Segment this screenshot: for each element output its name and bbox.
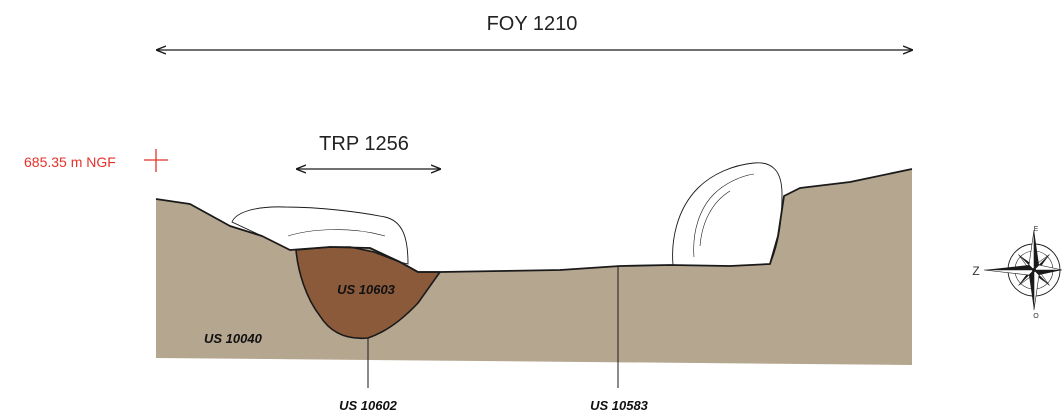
compass-west-label: Z (972, 264, 979, 278)
label-us-10603: US 10603 (337, 282, 396, 297)
foy-label: FOY 1210 (487, 13, 578, 35)
compass-rose-icon (983, 229, 1063, 311)
label-us-10583: US 10583 (590, 398, 649, 413)
elevation-cross-icon (144, 149, 168, 172)
compass-south-label: O (1033, 313, 1039, 320)
compass-north-label: E (1034, 226, 1039, 233)
label-us-10602: US 10602 (339, 398, 398, 413)
ground-surface-line (155, 168, 913, 273)
stone-right-contour-1 (693, 173, 755, 258)
elevation-label: 685.35 m NGF (24, 154, 116, 170)
label-us-10040: US 10040 (204, 331, 263, 346)
stone-left-contour (287, 229, 386, 237)
ground-layer (156, 169, 912, 365)
stone-left (231, 206, 409, 265)
pit-fill (295, 246, 441, 340)
trp-label: TRP 1256 (319, 133, 409, 155)
stone-right (672, 162, 783, 267)
